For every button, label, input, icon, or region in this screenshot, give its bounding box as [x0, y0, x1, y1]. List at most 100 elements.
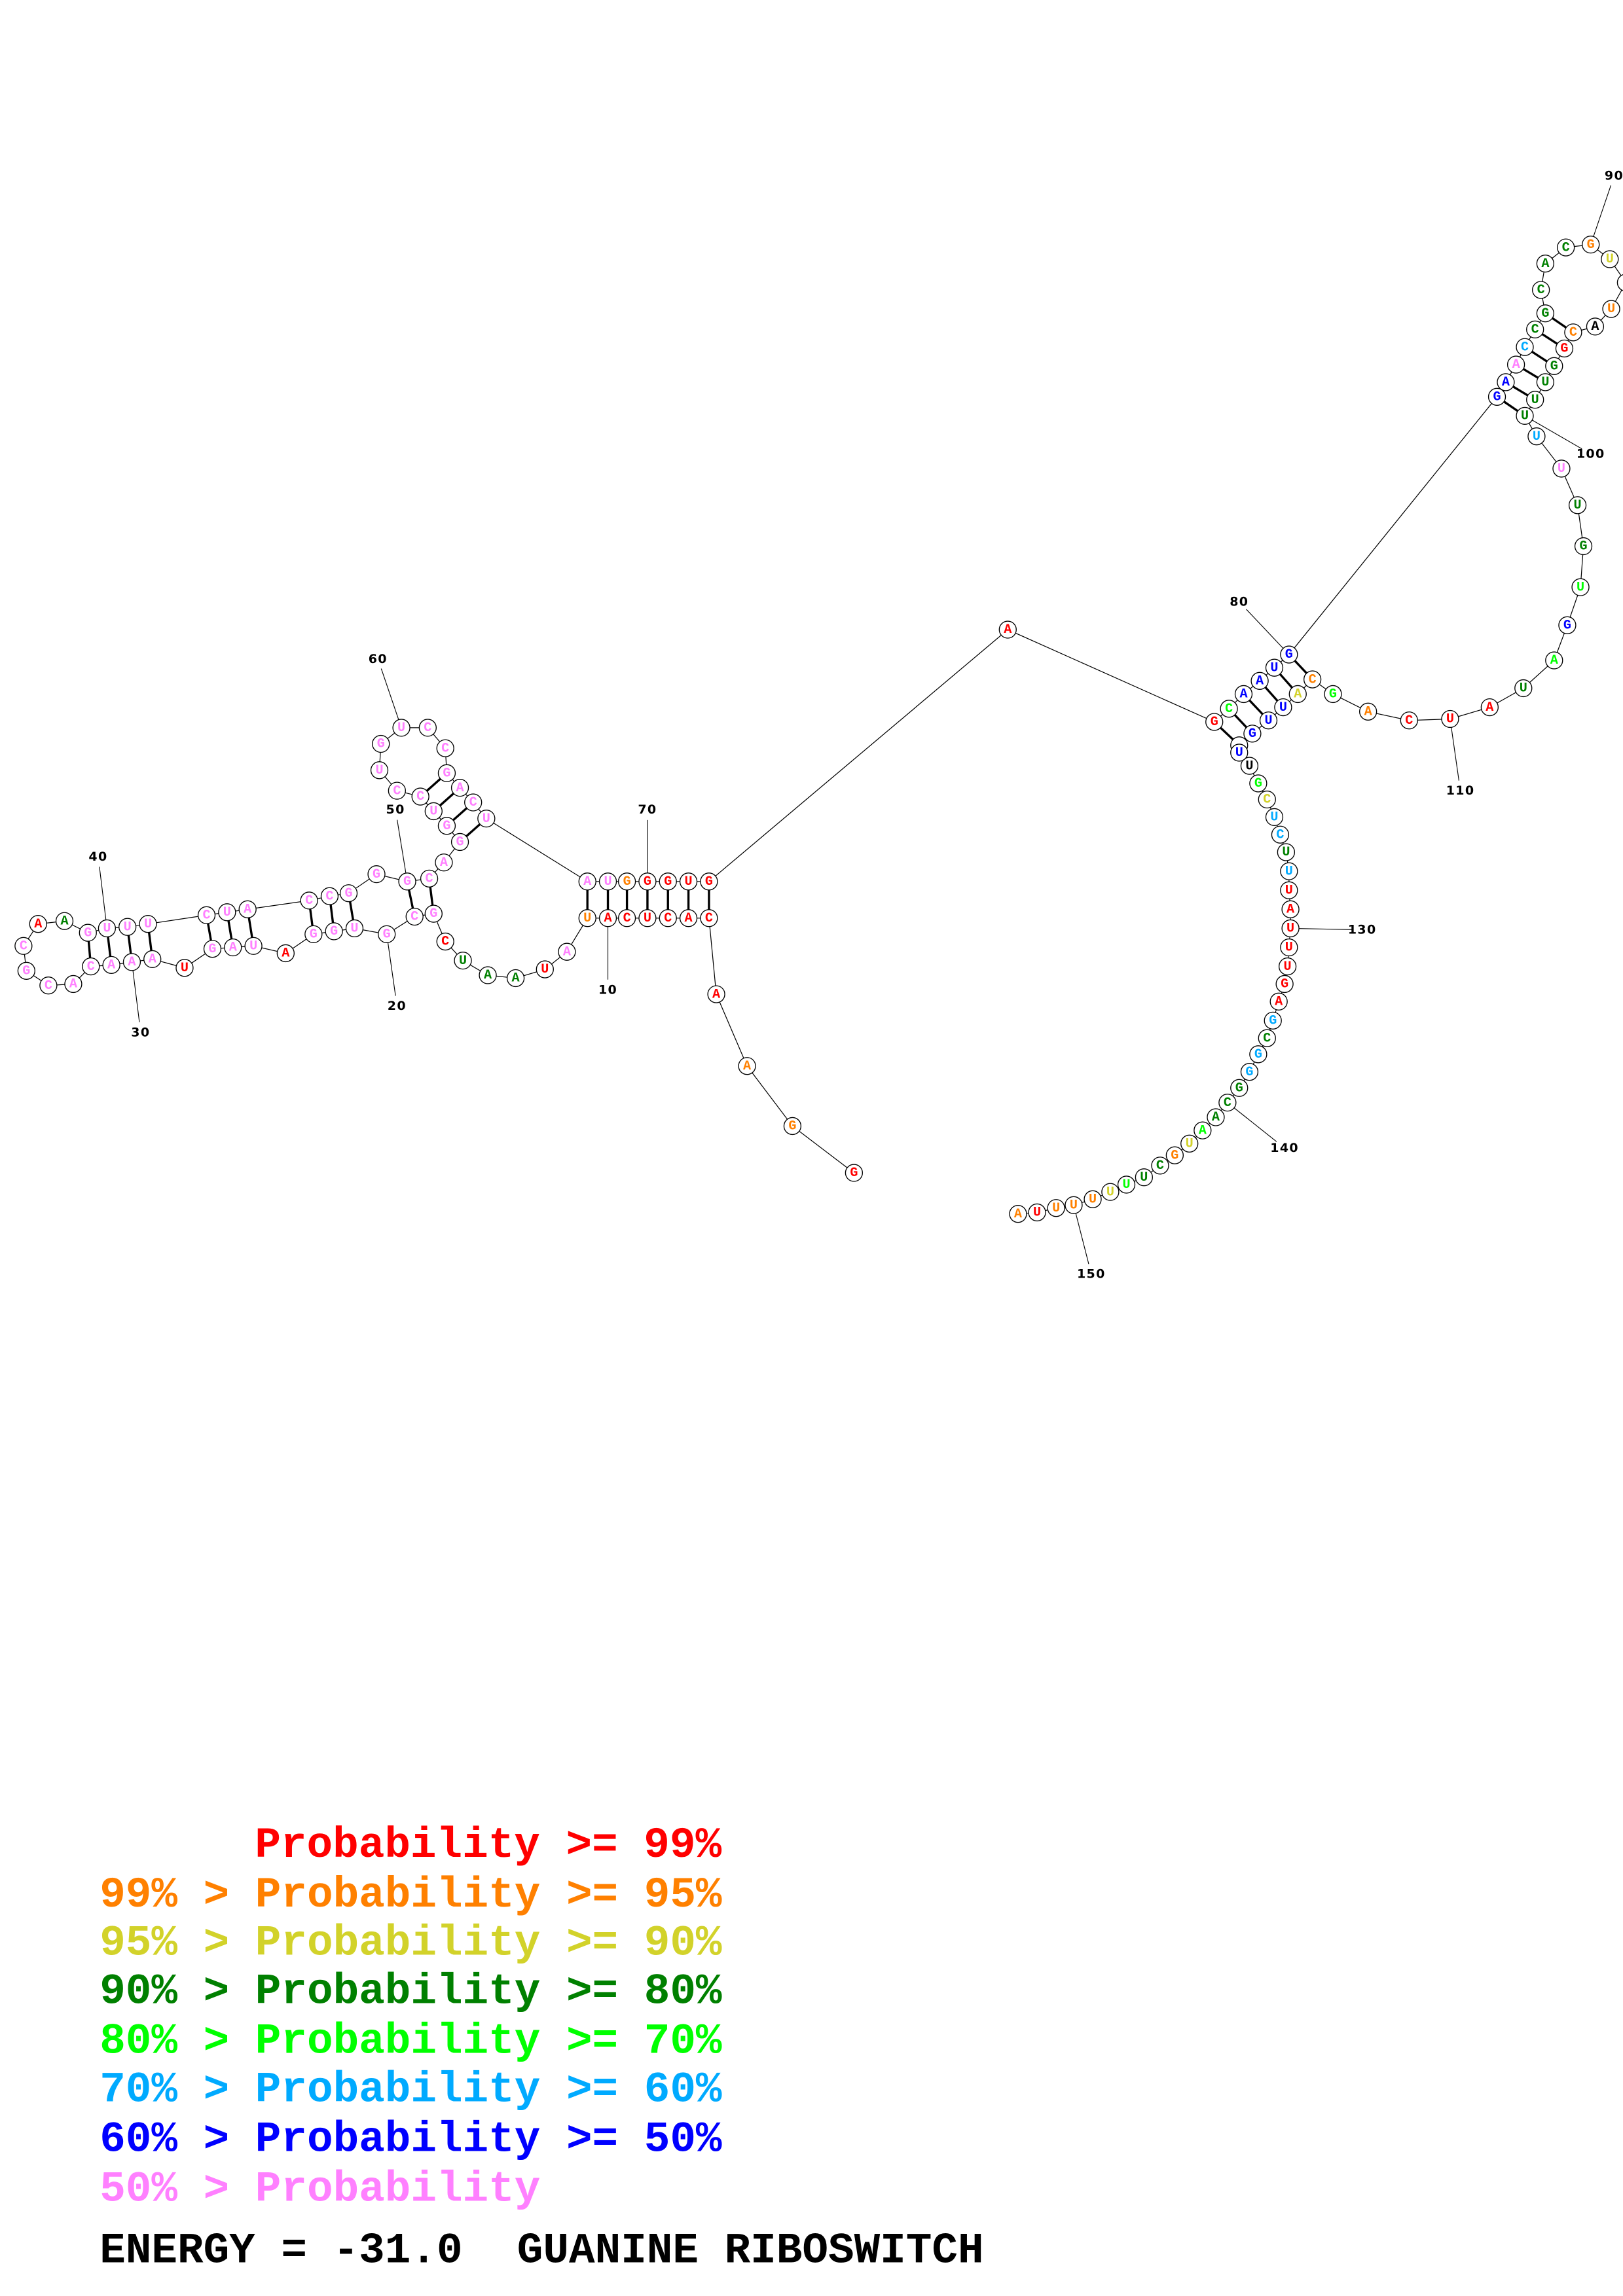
nucleotide-letter: U: [1186, 1136, 1194, 1151]
nucleotide-letter: U: [103, 922, 111, 937]
nucleotide-2: G: [783, 1117, 802, 1136]
nucleotide-letter: C: [45, 978, 52, 994]
nucleotide-75: G: [1205, 713, 1224, 731]
nucleotide-27: G: [203, 940, 222, 958]
nucleotide-circle: [1009, 1205, 1027, 1223]
nucleotide-67: A: [578, 872, 596, 891]
nucleotide-47: C: [320, 887, 339, 905]
nucleotide-76: C: [1220, 700, 1238, 718]
nucleotide-65: C: [464, 793, 483, 812]
nucleotide-letter: A: [512, 971, 520, 986]
nucleotide-74: A: [998, 620, 1017, 639]
nucleotide-letter: A: [712, 987, 721, 1002]
nucleotide-letter: C: [305, 893, 313, 908]
nucleotide-circle: [1545, 357, 1563, 375]
nucleotide-letter: A: [1256, 673, 1264, 689]
nucleotide-141: A: [1207, 1108, 1225, 1126]
nucleotide-49: G: [367, 865, 386, 884]
nucleotide-93: U: [1602, 300, 1620, 318]
nucleotide-circle: [39, 977, 58, 995]
nucleotide-letter: A: [149, 952, 157, 967]
nucleotide-circle: [218, 903, 236, 922]
nucleotide-letter: U: [1245, 759, 1253, 774]
nucleotide-148: U: [1101, 1183, 1120, 1201]
nucleotide-circle: [435, 853, 453, 872]
nucleotide-circle: [1220, 700, 1238, 718]
nucleotide-69: G: [617, 872, 636, 891]
nucleotide-circle: [1151, 1157, 1169, 1175]
nucleotide-circle: [437, 817, 456, 835]
nucleotide-circle: [276, 944, 295, 963]
nucleotide-letter: U: [1558, 461, 1565, 476]
nucleotide-circle: [1536, 304, 1555, 323]
nucleotide-circle: [79, 924, 97, 942]
nucleotide-39: G: [79, 924, 97, 942]
nucleotide-letter: C: [393, 783, 401, 798]
nucleotide-letter: G: [1541, 306, 1549, 321]
nucleotide-letter: C: [1156, 1158, 1164, 1174]
nucleotide-113: G: [1324, 685, 1342, 704]
nucleotide-77: A: [1234, 685, 1253, 704]
nucleotide-96: G: [1555, 339, 1574, 358]
nucleotide-circle: [1506, 355, 1525, 374]
position-label: 140: [1270, 1141, 1299, 1155]
probability-legend: Probability >= 99% 99% > Probability >= …: [100, 1821, 722, 2214]
nucleotide-130: U: [1281, 919, 1300, 938]
nucleotide-letter: G: [403, 874, 411, 889]
nucleotide-circle: [783, 1117, 802, 1136]
nucleotide-circle: [1586, 317, 1605, 336]
nucleotide-circle: [424, 802, 443, 821]
nucleotide-7: C: [659, 909, 677, 927]
nucleotide-letter: U: [1533, 429, 1541, 444]
nucleotide-circle: [845, 1164, 864, 1182]
nucleotide-circle: [1571, 578, 1590, 596]
position-label: 80: [1230, 595, 1249, 609]
nucleotide-circle: [1536, 255, 1555, 273]
nucleotide-66: U: [477, 809, 496, 828]
nucleotide-100: U: [1516, 406, 1534, 425]
nucleotide-63: G: [437, 764, 456, 782]
nucleotide-84: C: [1516, 338, 1534, 356]
nucleotide-circle: [1532, 281, 1550, 299]
nucleotide-letter: G: [1249, 726, 1256, 742]
nucleotide-99: U: [1526, 391, 1544, 409]
nucleotide-18: G: [424, 905, 443, 923]
nucleotide-6: A: [679, 909, 698, 927]
nucleotide-circle: [1400, 711, 1418, 730]
nucleotide-circle: [345, 919, 364, 938]
nucleotide-101: U: [1527, 427, 1546, 446]
nucleotide-letter: U: [1285, 864, 1293, 879]
nucleotide-circle: [679, 872, 698, 891]
nucleotide-letter: C: [664, 911, 672, 926]
nucleotide-letter: U: [483, 812, 490, 827]
nucleotide-letter: U: [144, 917, 152, 932]
nucleotide-98: U: [1536, 373, 1555, 391]
nucleotide-letter: A: [1294, 687, 1302, 702]
nucleotide-letter: U: [604, 874, 611, 889]
nucleotide-circle: [392, 719, 410, 737]
nucleotide-circle: [64, 975, 82, 994]
nucleotide-circle: [1324, 685, 1342, 704]
nucleotide-circle: [1582, 235, 1600, 254]
nucleotide-letter: C: [1309, 672, 1317, 687]
nucleotide-letter: A: [1275, 994, 1283, 1009]
nucleotide-letter: G: [1550, 359, 1558, 374]
nucleotide-letter: A: [1591, 319, 1599, 334]
nucleotide-circle: [1269, 992, 1288, 1011]
nucleotide-151: U: [1047, 1199, 1065, 1217]
nucleotide-22: G: [325, 922, 343, 941]
nucleotide-circle: [1230, 744, 1249, 762]
nucleotide-circle: [1277, 843, 1296, 861]
nucleotide-letter: G: [1281, 977, 1288, 992]
nucleotide-146: U: [1135, 1168, 1154, 1187]
nucleotide-circle: [122, 953, 141, 971]
nucleotide-letter: A: [604, 911, 612, 926]
nucleotide-letter: A: [128, 955, 136, 970]
nucleotide-letter: A: [282, 946, 290, 961]
nucleotide-52: A: [435, 853, 453, 872]
position-label: 150: [1077, 1266, 1106, 1281]
nucleotide-150: U: [1065, 1196, 1083, 1214]
nucleotide-letter: A: [69, 977, 78, 992]
nucleotide-circle: [1280, 938, 1298, 957]
